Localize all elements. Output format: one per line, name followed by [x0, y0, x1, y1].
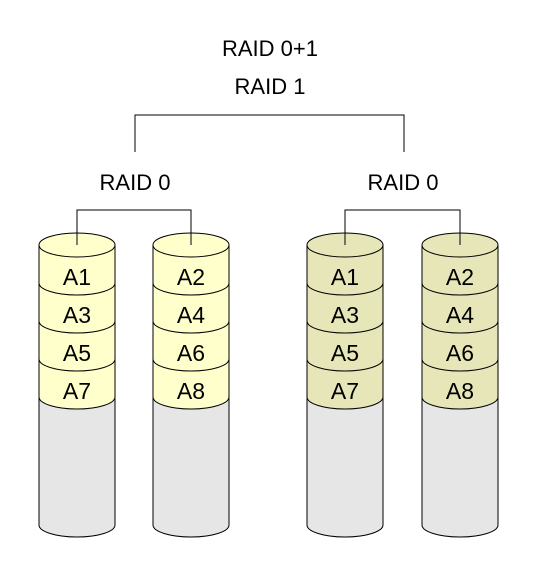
diagram-title: RAID 0+1	[222, 36, 318, 61]
raid1-bracket	[134, 114, 405, 152]
block-label-a5: A5	[63, 340, 91, 366]
disk-data-region	[421, 244, 499, 410]
block-separator	[38, 320, 116, 334]
group-0-label: RAID 0	[100, 170, 171, 195]
block-label-a3: A3	[331, 302, 359, 328]
block-separator	[306, 320, 384, 334]
block-label-a6: A6	[446, 340, 474, 366]
block-separator	[421, 358, 499, 372]
block-label-a5: A5	[331, 340, 359, 366]
block-separator	[38, 358, 116, 372]
block-label-a1: A1	[63, 264, 91, 290]
block-separator	[306, 358, 384, 372]
block-separator	[152, 282, 230, 296]
disk-data-region	[38, 244, 116, 410]
disk-data-region	[306, 244, 384, 410]
block-label-a8: A8	[177, 378, 205, 404]
block-separator	[152, 358, 230, 372]
block-separator	[152, 320, 230, 334]
block-label-a4: A4	[177, 302, 205, 328]
block-label-a7: A7	[331, 378, 359, 404]
block-label-a7: A7	[63, 378, 91, 404]
raid1-label: RAID 1	[235, 74, 306, 99]
block-label-a3: A3	[63, 302, 91, 328]
block-separator	[306, 282, 384, 296]
block-separator	[421, 320, 499, 334]
block-label-a1: A1	[331, 264, 359, 290]
block-separator	[38, 282, 116, 296]
block-label-a2: A2	[446, 264, 474, 290]
block-label-a8: A8	[446, 378, 474, 404]
group-1-label: RAID 0	[368, 170, 439, 195]
disk-data-region	[152, 244, 230, 410]
block-label-a6: A6	[177, 340, 205, 366]
block-label-a4: A4	[446, 302, 474, 328]
block-label-a2: A2	[177, 264, 205, 290]
block-separator	[421, 282, 499, 296]
